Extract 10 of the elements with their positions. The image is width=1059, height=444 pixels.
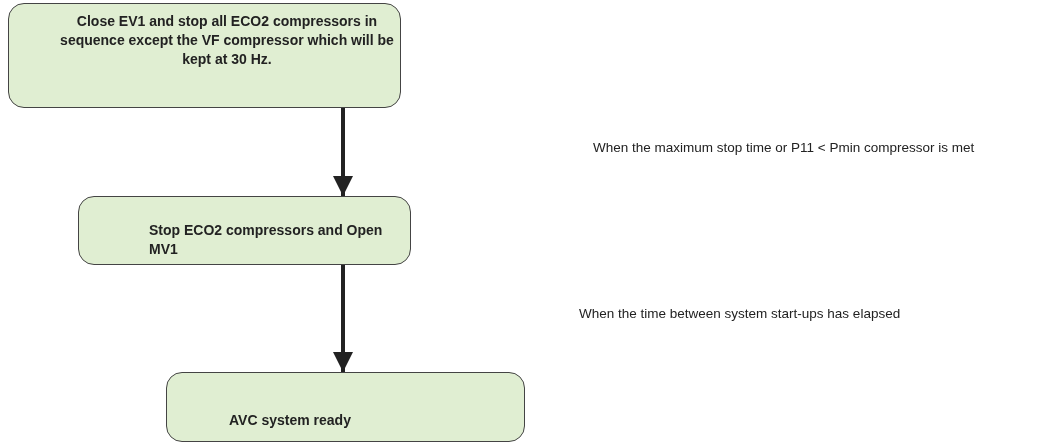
- step-text: Stop ECO2 compressors and Open MV1: [149, 221, 384, 259]
- process-box: [78, 196, 411, 265]
- process-box: [8, 3, 401, 108]
- condition-note: When the time between system start-ups has elapsed: [579, 306, 901, 321]
- arrow: [333, 108, 353, 196]
- step-text: AVC system ready: [229, 411, 352, 430]
- process-box: [166, 372, 525, 442]
- condition-note: When the maximum stop time or P11 < Pmin compressor is met: [593, 140, 975, 155]
- step-text: Close EV1 and stop all ECO2 compressors in sequence except the VF compressor which will be kept at 30 Hz.: [59, 12, 395, 69]
- arrow: [333, 265, 353, 372]
